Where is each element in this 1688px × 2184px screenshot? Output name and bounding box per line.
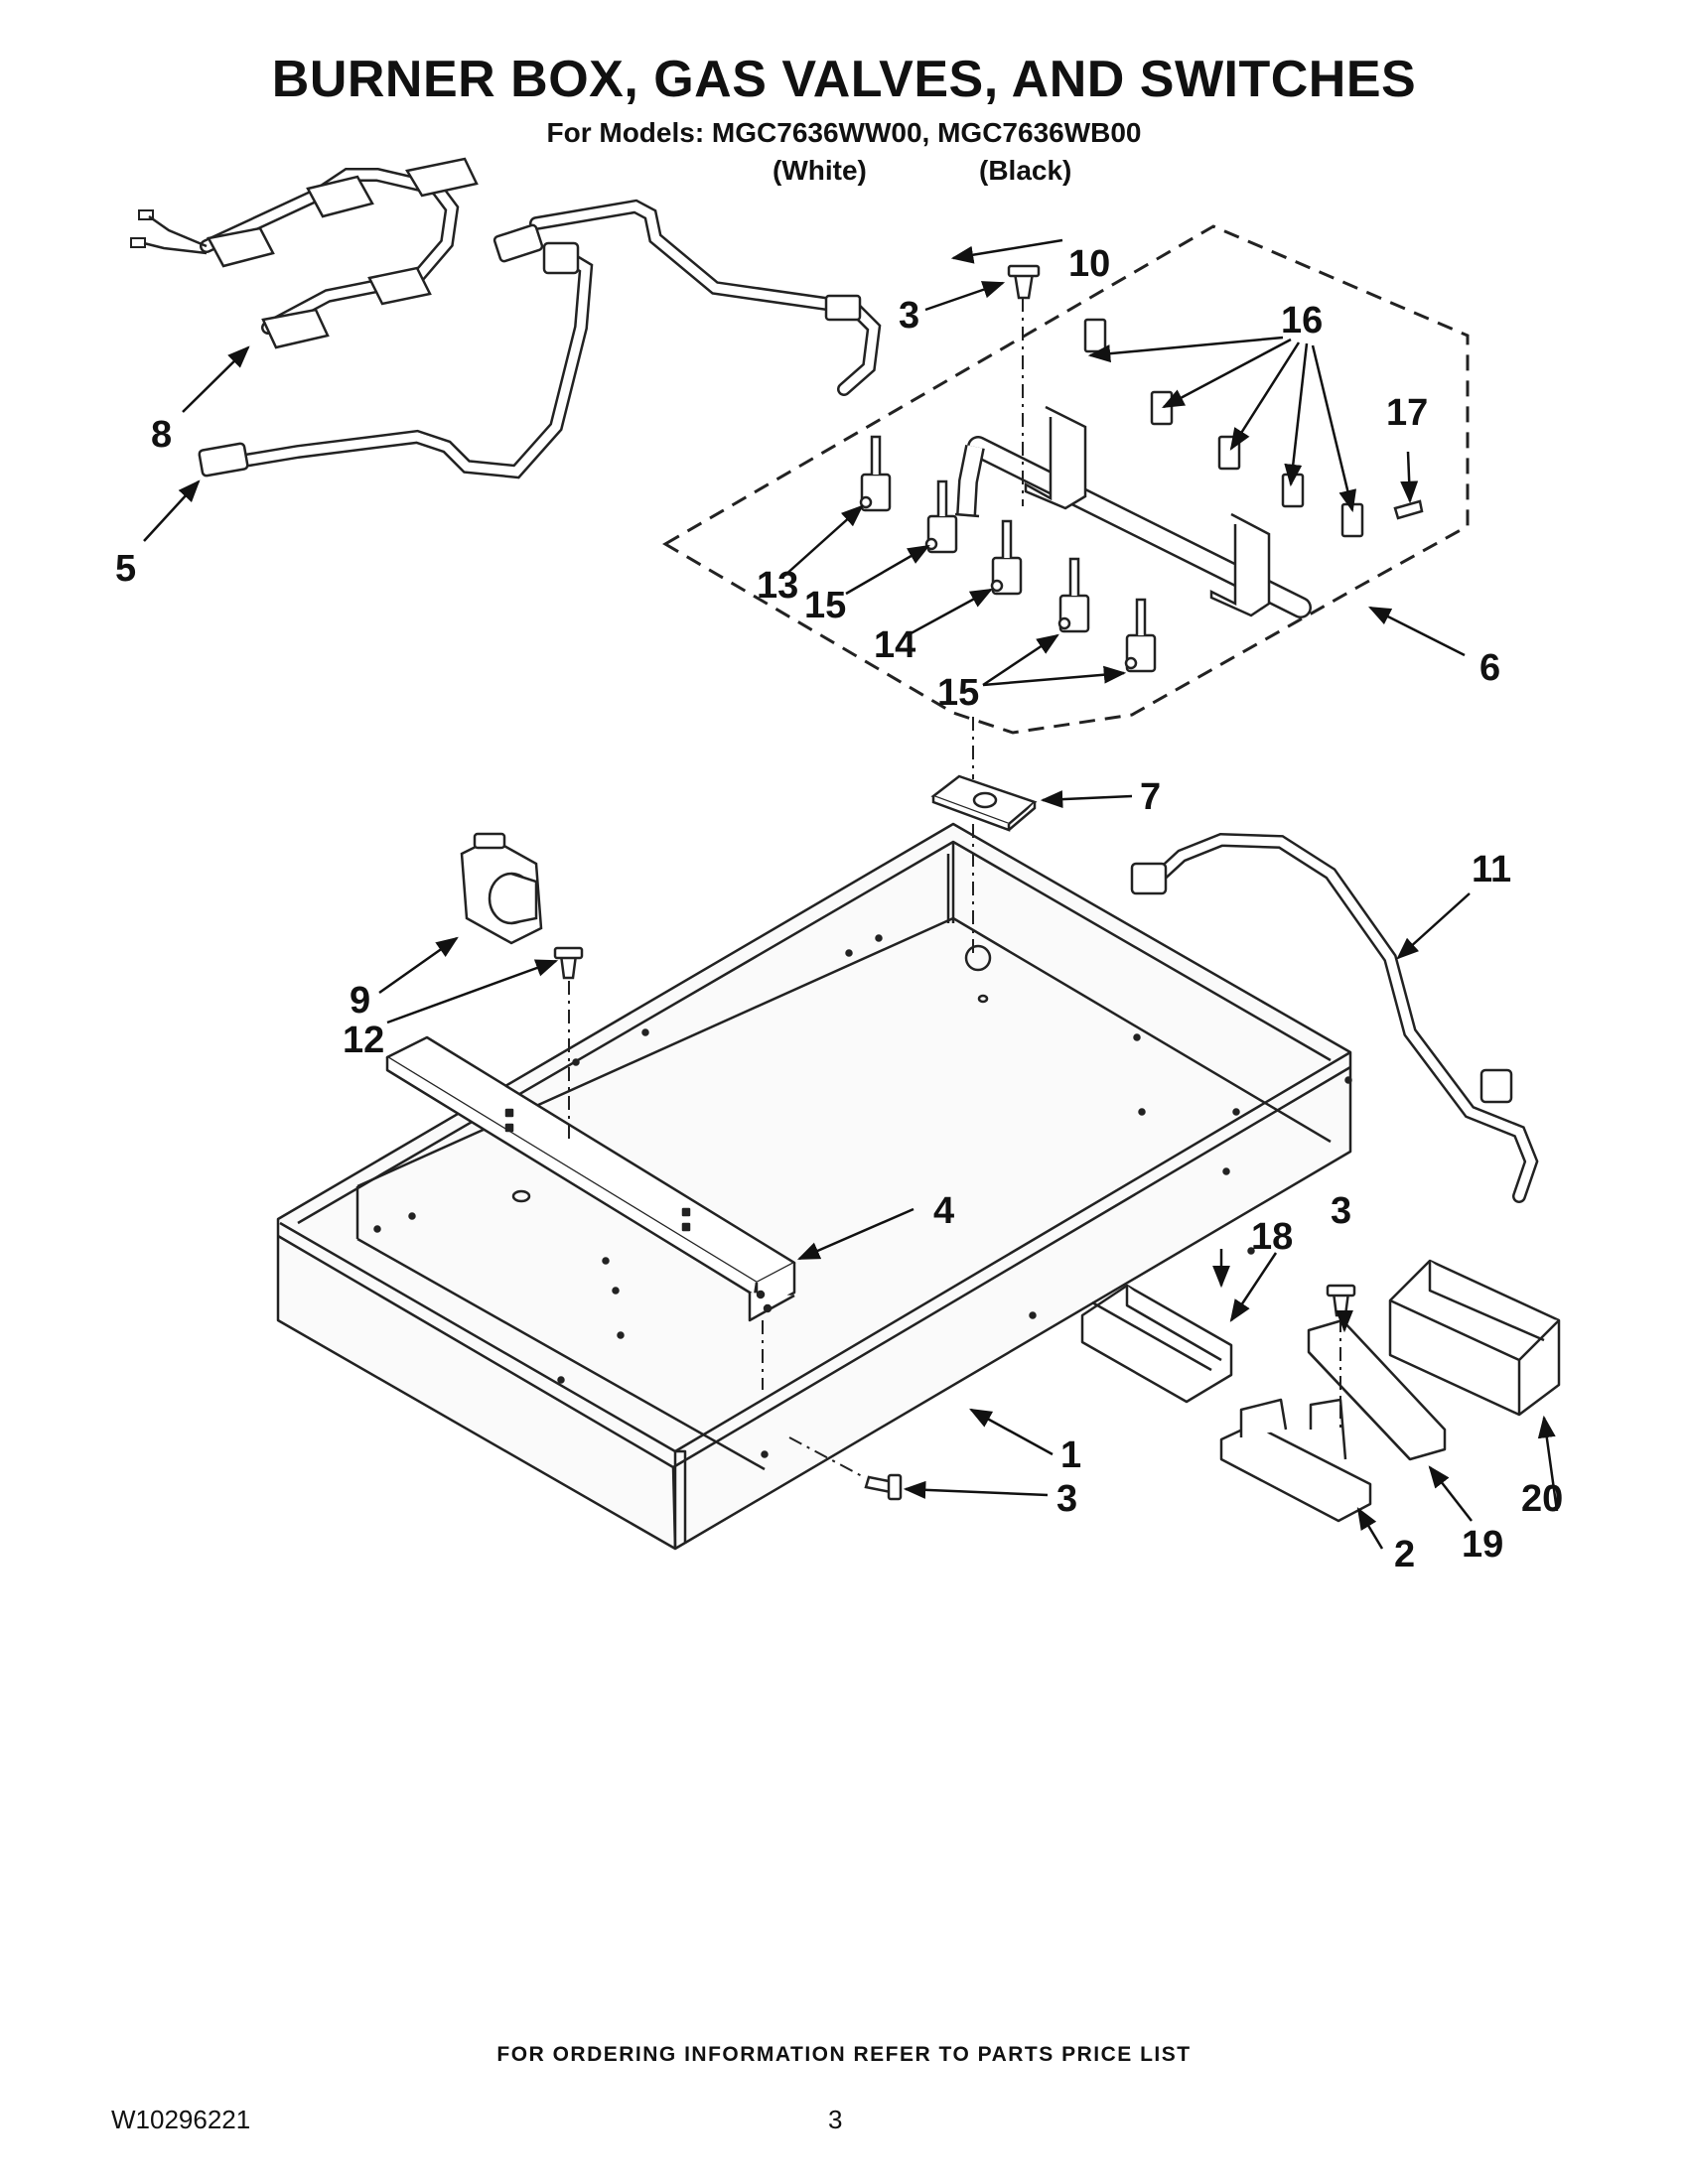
- callout-12: 12: [343, 1020, 384, 1061]
- callout-3-right: 3: [1331, 1190, 1351, 1232]
- mounting-plate-part: [930, 774, 1038, 832]
- callout-3-top: 3: [899, 295, 919, 337]
- callout-20: 20: [1521, 1478, 1563, 1520]
- page-title: BURNER BOX, GAS VALVES, AND SWITCHES: [271, 51, 1417, 108]
- callout-10: 10: [1068, 243, 1110, 285]
- callout-5: 5: [115, 548, 136, 590]
- document-number: W10296221: [111, 2105, 251, 2134]
- callout-1: 1: [1060, 1434, 1081, 1476]
- center-lines: [568, 298, 1341, 1478]
- callout-15-left: 15: [804, 585, 846, 626]
- callout-14: 14: [874, 624, 915, 666]
- bracket-part: [385, 1035, 796, 1322]
- models-line: For Models: MGC7636WW00, MGC7636WB00: [546, 117, 1142, 148]
- callout-16: 16: [1281, 300, 1323, 341]
- wire-harness-part: [130, 157, 479, 349]
- callout-15-right: 15: [937, 672, 979, 714]
- valve-14: [990, 519, 1023, 596]
- valve-15-mid: [1057, 557, 1090, 633]
- valve-15-right: [1124, 598, 1157, 673]
- gas-tube-part-5: [198, 241, 594, 479]
- callout-2: 2: [1394, 1534, 1415, 1575]
- valve-assembly: [662, 224, 1470, 735]
- callout-17: 17: [1386, 392, 1428, 434]
- callout-13: 13: [757, 565, 798, 607]
- callout-8: 8: [151, 414, 172, 456]
- switch-parts: [1080, 1259, 1561, 1523]
- callout-6: 6: [1479, 647, 1500, 689]
- ordering-note: FOR ORDERING INFORMATION REFER TO PARTS …: [496, 2043, 1192, 2066]
- black-variant-label: (Black): [979, 155, 1072, 186]
- screw-12: [553, 946, 584, 980]
- callout-18: 18: [1251, 1216, 1293, 1258]
- screw-3-front: [864, 1473, 903, 1501]
- callout-4: 4: [933, 1190, 954, 1232]
- callout-9: 9: [350, 980, 370, 1022]
- callout-7: 7: [1140, 776, 1161, 818]
- valve-15-left: [924, 479, 958, 554]
- callout-11: 11: [1472, 849, 1511, 890]
- gas-tube-part-10: [492, 199, 882, 396]
- callout-3-front: 3: [1056, 1478, 1077, 1520]
- leader-lines: [143, 238, 1559, 1550]
- screw-3-top: [1007, 264, 1041, 300]
- page-number: 3: [828, 2105, 843, 2134]
- valve-13: [859, 435, 892, 512]
- callout-19: 19: [1462, 1524, 1503, 1566]
- screw-3-right: [1326, 1284, 1356, 1317]
- gas-tube-part-11: [1130, 832, 1539, 1203]
- burner-box: [276, 822, 1352, 1551]
- white-variant-label: (White): [773, 155, 867, 186]
- screws: [553, 264, 1356, 1501]
- callout-labels: 1 2 3 3 3 4 5 6 7 8 9 10 11 12 13 14 15 …: [115, 243, 1563, 1575]
- regulator-part: [460, 832, 543, 945]
